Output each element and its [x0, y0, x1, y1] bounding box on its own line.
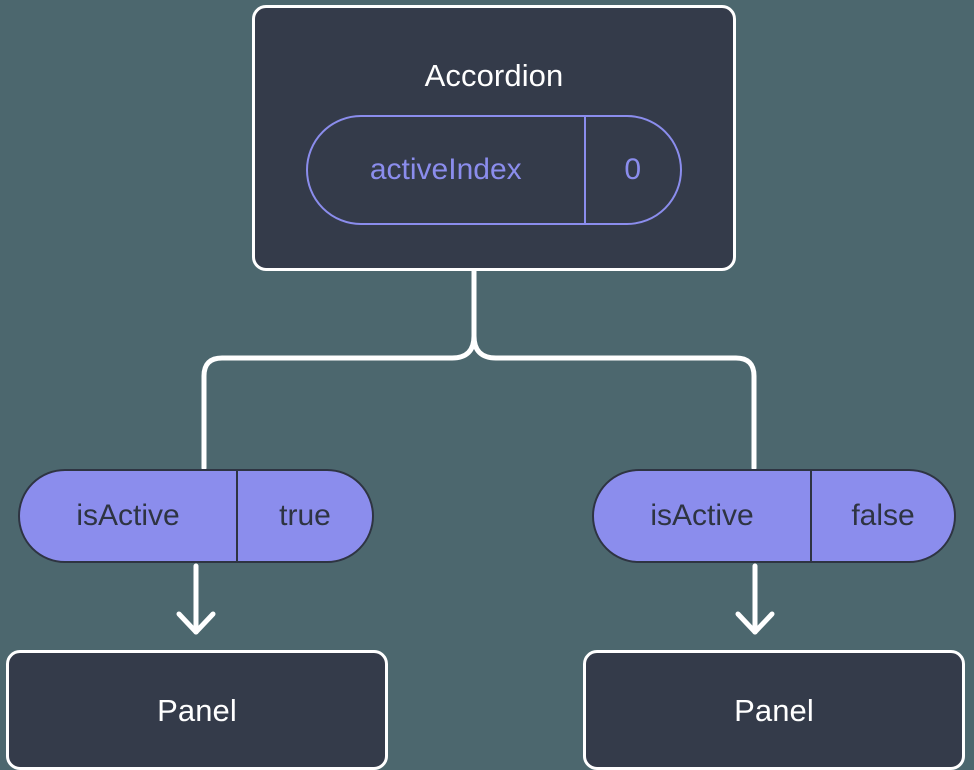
prop-pill-is-active-left[interactable]: isActive true	[18, 469, 374, 563]
state-pill-active-index-key: activeIndex	[369, 153, 522, 186]
prop-pill-is-active-right-key: isActive	[650, 499, 754, 532]
arrow-head-left	[176, 611, 216, 635]
node-accordion-title: Accordion	[424, 58, 564, 93]
fork-connector-right	[471, 333, 757, 471]
state-pill-active-index-value: 0	[583, 117, 680, 223]
arrow-head-right	[735, 611, 775, 635]
prop-pill-is-active-left-value: true	[236, 471, 372, 561]
fork-connector	[201, 268, 477, 471]
prop-pill-is-active-right-value: false	[810, 471, 954, 561]
node-panel-right[interactable]: Panel	[583, 650, 965, 770]
node-panel-left-title: Panel	[157, 692, 237, 728]
node-panel-left[interactable]: Panel	[6, 650, 388, 770]
prop-pill-is-active-left-key: isActive	[76, 499, 180, 532]
node-panel-right-title: Panel	[734, 692, 814, 728]
state-pill-active-index[interactable]: activeIndex 0	[306, 115, 682, 225]
prop-pill-is-active-right[interactable]: isActive false	[592, 469, 956, 563]
